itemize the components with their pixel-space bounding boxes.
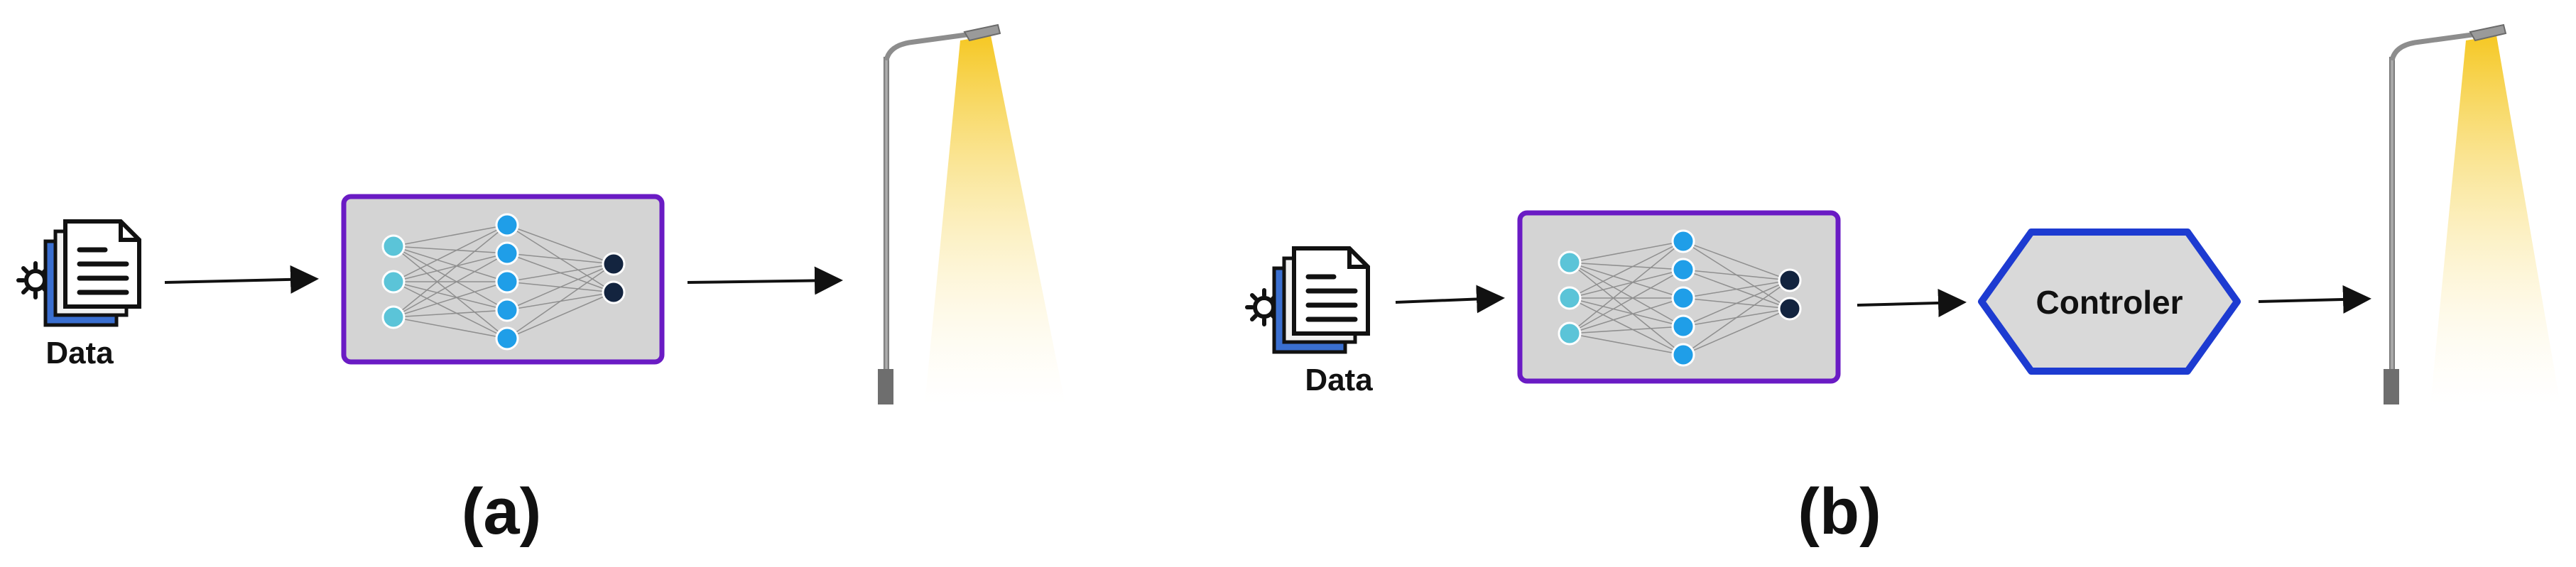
network-edge (393, 316, 508, 339)
caption-a: (a) (462, 475, 541, 548)
network-edge (393, 224, 508, 282)
hidden-node (1671, 343, 1695, 367)
input-node (381, 305, 406, 329)
controller-node: Controler (1978, 229, 2241, 375)
output-node (602, 280, 626, 304)
network-edge (506, 292, 614, 339)
network-graph-a (381, 213, 626, 351)
network-edge (393, 224, 508, 318)
hidden-node (495, 270, 519, 294)
neural-network-icon-a (341, 194, 665, 365)
network-edge (393, 281, 508, 339)
panel-a: Data (a) (16, 23, 1065, 548)
arrow-network-to-controller-b (1857, 288, 1967, 317)
network-edge (393, 309, 508, 318)
network-edge (393, 224, 508, 247)
output-node (602, 252, 626, 276)
network-edge (1683, 308, 1790, 356)
hidden-node (1671, 286, 1695, 310)
network-edge (393, 253, 508, 282)
network-edge (1569, 241, 1684, 263)
document-stack-gear-icon (16, 219, 141, 327)
hidden-node (1671, 314, 1695, 338)
output-node (1778, 297, 1802, 321)
arrow-network-to-lamp-a (687, 266, 843, 295)
network-edge (1569, 326, 1684, 334)
network-edge (1683, 269, 1790, 281)
input-node (1558, 286, 1582, 310)
network-edge (1569, 262, 1684, 327)
document-stack-gear-icon (1245, 246, 1370, 354)
street-lamp-icon-b (2384, 23, 2560, 404)
output-node (1778, 268, 1802, 292)
hidden-node (495, 326, 519, 351)
network-edge (506, 253, 614, 265)
arrow-data-to-network-a (164, 265, 319, 294)
network-edge (393, 253, 508, 318)
arrow-controller-to-lamp-b (2258, 285, 2371, 314)
network-edge (393, 281, 508, 318)
network-edge (506, 263, 614, 311)
data-icon-b: Data (1245, 246, 1373, 397)
network-edge (1569, 241, 1684, 299)
data-label-b: Data (1305, 363, 1373, 397)
network-edge (506, 263, 614, 339)
network-edge (1569, 333, 1684, 356)
network-edge (1683, 280, 1790, 327)
data-label-a: Data (45, 336, 114, 370)
caption-b: (b) (1798, 475, 1881, 548)
network-edge (1683, 241, 1790, 281)
network-edge (393, 246, 508, 339)
network-edge (1569, 297, 1684, 356)
arrow-data-to-network-b (1395, 285, 1505, 314)
controller-label: Controler (2036, 284, 2183, 321)
network-edge (1569, 269, 1684, 334)
network-edge (1683, 280, 1790, 299)
input-node (381, 234, 406, 258)
network-edge (1683, 280, 1790, 356)
network-edge (506, 224, 614, 265)
network-edge (1569, 262, 1684, 270)
network-graph-b (1558, 229, 1802, 367)
network-edge (393, 281, 508, 311)
input-node (1558, 251, 1582, 275)
hidden-node (495, 241, 519, 265)
network-edge (1569, 297, 1684, 334)
network-edge (1569, 241, 1684, 334)
network-edge (393, 246, 508, 311)
hidden-node (1671, 258, 1695, 282)
hidden-node (495, 213, 519, 237)
neural-network-icon-b (1517, 210, 1841, 384)
network-edge (393, 246, 508, 254)
panel-b: Data Controler (b) (1245, 23, 2560, 548)
network-edge (1569, 297, 1684, 327)
input-node (381, 270, 406, 294)
input-node (1558, 321, 1582, 346)
network-edge (506, 263, 614, 282)
network-edge (1569, 269, 1684, 299)
network-edge (1569, 262, 1684, 299)
street-lamp-icon-a (878, 23, 1065, 404)
hidden-node (1671, 229, 1695, 253)
data-icon-a: Data (16, 219, 141, 370)
network-edge (393, 246, 508, 282)
hidden-node (495, 298, 519, 322)
network-edge (1569, 262, 1684, 356)
